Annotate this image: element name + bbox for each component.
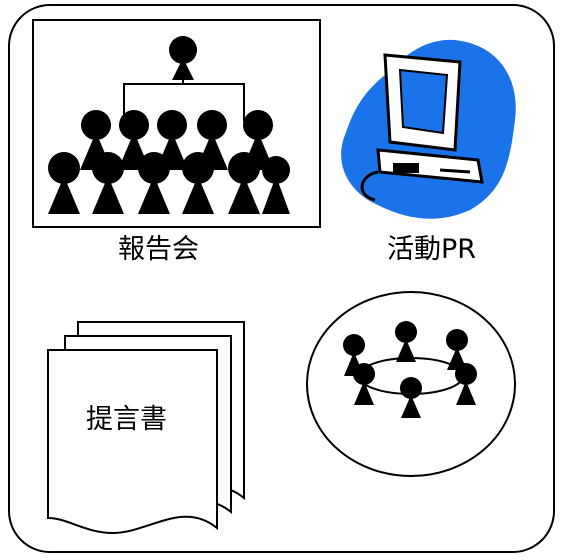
proposal-doc	[47, 349, 218, 535]
activity-pr-label: 活動PR	[387, 234, 477, 265]
report-meeting-label: 報告会	[118, 234, 199, 265]
presenter-person	[169, 36, 197, 64]
proposal-label: 提言書	[86, 404, 167, 435]
